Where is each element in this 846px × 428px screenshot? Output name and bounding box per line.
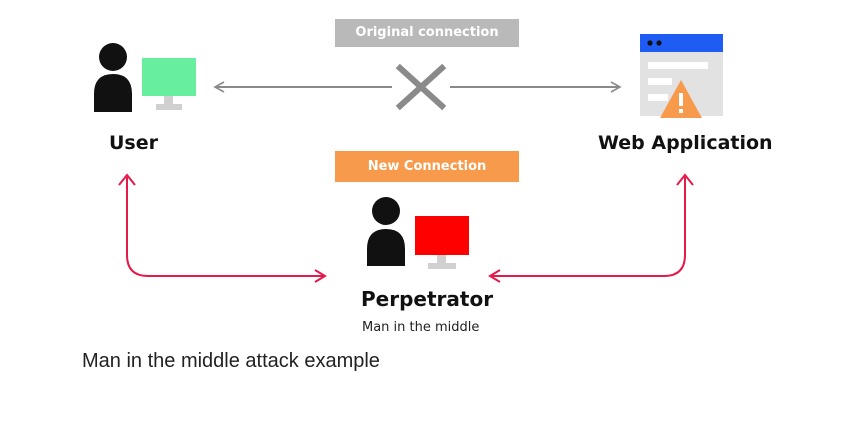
diagram-canvas (94, 34, 723, 283)
monitor-icon (142, 58, 196, 110)
x-icon (395, 63, 447, 111)
new-connection-pill: New Connection (335, 151, 519, 182)
warning-icon (660, 80, 702, 118)
perpetrator-person-icon (367, 197, 405, 266)
person-icon (94, 43, 132, 112)
perpetrator-sublabel: Man in the middle (362, 320, 480, 335)
new-connection-label: New Connection (367, 159, 487, 174)
user-label: User (109, 132, 158, 154)
webapp-perpetrator-arrow (488, 177, 686, 283)
original-connection-label: Original connection (355, 25, 499, 40)
figure-caption: Man in the middle attack example (82, 350, 380, 372)
perpetrator-monitor-icon (415, 216, 469, 269)
mitm-diagram: Original connection New Connection User … (94, 19, 773, 335)
original-connection-pill: Original connection (335, 19, 519, 47)
web-application-label: Web Application (598, 132, 773, 154)
perpetrator-label: Perpetrator (361, 287, 494, 311)
user-perpetrator-arrow (126, 177, 327, 283)
